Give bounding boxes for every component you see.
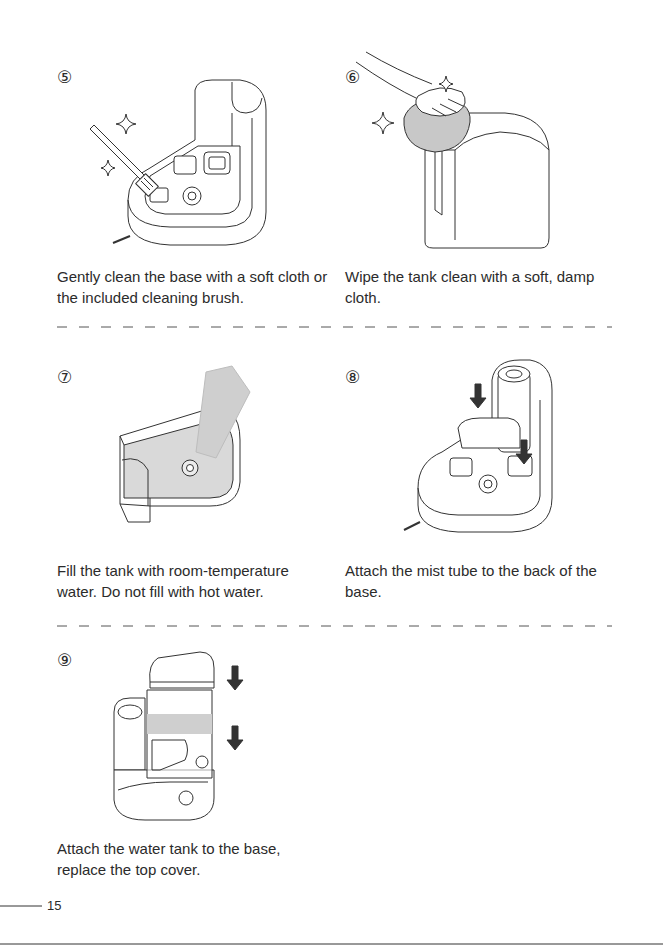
step-caption: Fill the tank with room-temperature wate… (57, 560, 329, 602)
base-component (204, 152, 230, 174)
base-drain (183, 187, 201, 205)
base-drain (188, 192, 196, 200)
sparkle (439, 76, 453, 92)
tank-cutout (122, 459, 148, 506)
step-caption: Attach the mist tube to the back of the … (345, 560, 617, 602)
down-arrow (516, 440, 532, 464)
tank-edge (425, 150, 455, 240)
tank-edge (120, 436, 150, 506)
base-drain (479, 475, 497, 493)
separators (0, 327, 663, 944)
base-rim (118, 782, 208, 790)
base-drain (484, 480, 492, 488)
page-rule (0, 906, 42, 907)
base-drain (179, 791, 193, 805)
step-number: ⑥ (345, 66, 375, 88)
base-tower (114, 698, 145, 770)
base-body (418, 360, 552, 532)
tank-assembly-illustration (114, 652, 243, 820)
top-cover (150, 652, 214, 682)
water (147, 714, 212, 734)
step-caption: Gently clean the base with a soft cloth … (57, 266, 329, 308)
page-number: 15 (47, 898, 87, 914)
base-cleaning-illustration (90, 80, 266, 245)
step-number: ⑦ (57, 366, 87, 388)
tank-filling-illustration (120, 366, 250, 522)
power-cable (113, 236, 130, 243)
step-caption: Wipe the tank clean with a soft, damp cl… (345, 266, 617, 308)
tank-valve (187, 465, 194, 472)
brush-bristles (141, 175, 156, 190)
brush-head (136, 174, 159, 197)
tank-inner (152, 740, 188, 770)
down-arrow (470, 384, 486, 408)
tank-wiping-illustration (356, 52, 549, 248)
water-stream (196, 366, 250, 458)
power-cable (404, 522, 420, 530)
tower-opening (118, 705, 142, 719)
step-number: ⑨ (57, 649, 87, 671)
tube-connector (458, 418, 520, 448)
sparkle (101, 160, 115, 176)
mist-tube-opening (506, 370, 522, 378)
sparkle (372, 112, 394, 134)
base-component (450, 458, 472, 476)
fingers (432, 99, 463, 116)
brush-handle (90, 125, 146, 181)
step-number: ⑤ (57, 66, 87, 88)
mist-tube-illustration (404, 360, 552, 532)
sparkle (116, 114, 136, 134)
base-component (174, 156, 196, 174)
arm (356, 52, 432, 100)
hand (416, 88, 465, 116)
base-well (145, 146, 240, 214)
cover-edge (150, 682, 214, 688)
tank-slot (435, 150, 442, 215)
tank-top-edge (455, 132, 549, 150)
dashed-divider (57, 626, 612, 627)
tank-body (147, 690, 212, 778)
base-component (209, 157, 225, 169)
base-rim (128, 118, 252, 227)
down-arrow (227, 666, 243, 690)
tank-valve (182, 460, 198, 476)
base-body (128, 80, 266, 245)
tower-opening (232, 82, 262, 113)
step-number: ⑧ (345, 366, 375, 388)
down-arrow (227, 726, 243, 750)
tank-valve (196, 756, 208, 768)
page-rule (0, 944, 663, 945)
step-caption: Attach the water tank to the base, repla… (57, 838, 329, 880)
dashed-divider (57, 327, 612, 328)
mist-tube-top (498, 366, 530, 382)
